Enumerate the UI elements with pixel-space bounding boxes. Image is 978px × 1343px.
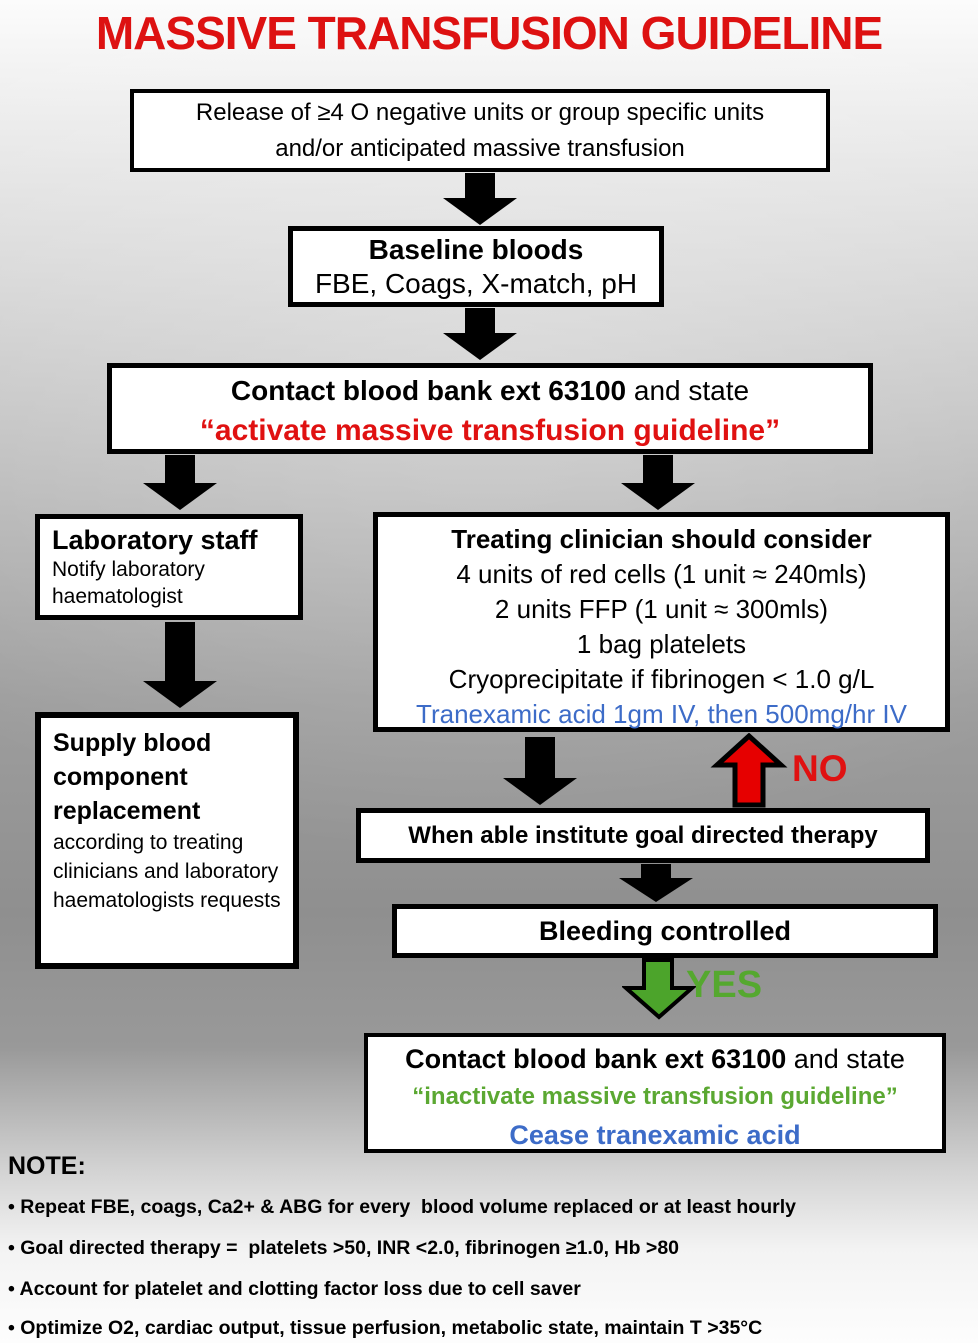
arrow-goal-to-bleeding [619,864,693,902]
inactivate-statement: “inactivate massive transfusion guidelin… [412,1083,898,1110]
supply-body: according to treating clinicians and lab… [53,831,281,912]
laboratory-staff-box: Laboratory staff Notify laboratory haema… [35,514,303,620]
activate-contact-bold: Contact blood bank ext 63100 [230,375,627,406]
arrow-clinician-to-goal [503,737,577,805]
baseline-body: FBE, Coags, X-match, pH [314,268,638,299]
release-line1: Release of ≥4 O negative units or group … [195,99,765,126]
supply-blood-box: Supply blood component replacement accor… [35,712,299,969]
treating-clinician-box: Treating clinician should consider 4 uni… [373,512,950,732]
arrow-activate-to-laboratory [143,455,217,510]
note-bullet-goal-therapy: • Goal directed therapy = platelets >50,… [8,1237,680,1259]
clinician-line: 2 units FFP (1 unit ≈ 300mls) [494,594,829,624]
note-bullet-repeat: • Repeat FBE, coags, Ca2+ & ABG for ever… [8,1196,796,1218]
clinician-line: 4 units of red cells (1 unit ≈ 240mls) [456,559,867,589]
inactivate-contact-line: Contact blood bank ext 63100 and state [368,1040,942,1078]
arrow-activate-to-clinician [621,455,695,510]
note-title: NOTE: [8,1152,86,1180]
clinician-title: Treating clinician should consider [451,524,872,554]
clinician-line: Cryoprecipitate if fibrinogen < 1.0 g/L [448,664,875,694]
arrow-baseline-to-activate [443,308,517,360]
baseline-bloods-box: Baseline bloods FBE, Coags, X-match, pH [288,226,664,307]
clinician-line: 1 bag platelets [576,629,747,659]
yes-label: YES [686,964,763,1006]
note-bullet-cell-saver: • Account for platelet and clotting fact… [8,1278,581,1300]
activate-guideline-box: Contact blood bank ext 63100 and state “… [107,363,873,454]
page-title: MASSIVE TRANSFUSION GUIDELINE [95,7,883,59]
laboratory-body: Notify laboratory haematologist [52,558,205,608]
activate-contact-line: Contact blood bank ext 63100 and state [112,371,868,411]
activate-contact-rest: and state [626,375,750,406]
bleeding-controlled-box: Bleeding controlled [392,904,938,958]
note-bullet-optimize: • Optimize O2, cardiac output, tissue pe… [8,1317,763,1339]
cease-tranexamic-line: Cease tranexamic acid [509,1120,801,1150]
arrow-laboratory-to-supply [143,622,217,708]
bleeding-label: Bleeding controlled [538,916,792,946]
goal-label: When able institute goal directed therap… [408,822,878,849]
inactivate-guideline-box: Contact blood bank ext 63100 and state “… [364,1033,946,1153]
no-label: NO [792,748,848,789]
clinician-tranexamic-line: Tranexamic acid 1gm IV, then 500mg/hr IV [416,699,907,729]
release-line2: and/or anticipated massive transfusion [275,135,685,162]
laboratory-title: Laboratory staff [52,525,258,555]
arrow-release-to-baseline [443,173,517,225]
yes-down-arrow-icon [622,958,696,1020]
inactivate-contact-bold: Contact blood bank ext 63100 [405,1044,787,1074]
inactivate-contact-rest: and state [786,1044,905,1074]
supply-title: Supply blood component replacement [53,729,212,825]
no-up-arrow-icon [710,733,788,808]
goal-directed-therapy-box: When able institute goal directed therap… [356,808,930,863]
activate-statement: “activate massive transfusion guideline” [199,414,781,447]
release-units-box: Release of ≥4 O negative units or group … [130,89,830,172]
baseline-title: Baseline bloods [368,234,584,265]
